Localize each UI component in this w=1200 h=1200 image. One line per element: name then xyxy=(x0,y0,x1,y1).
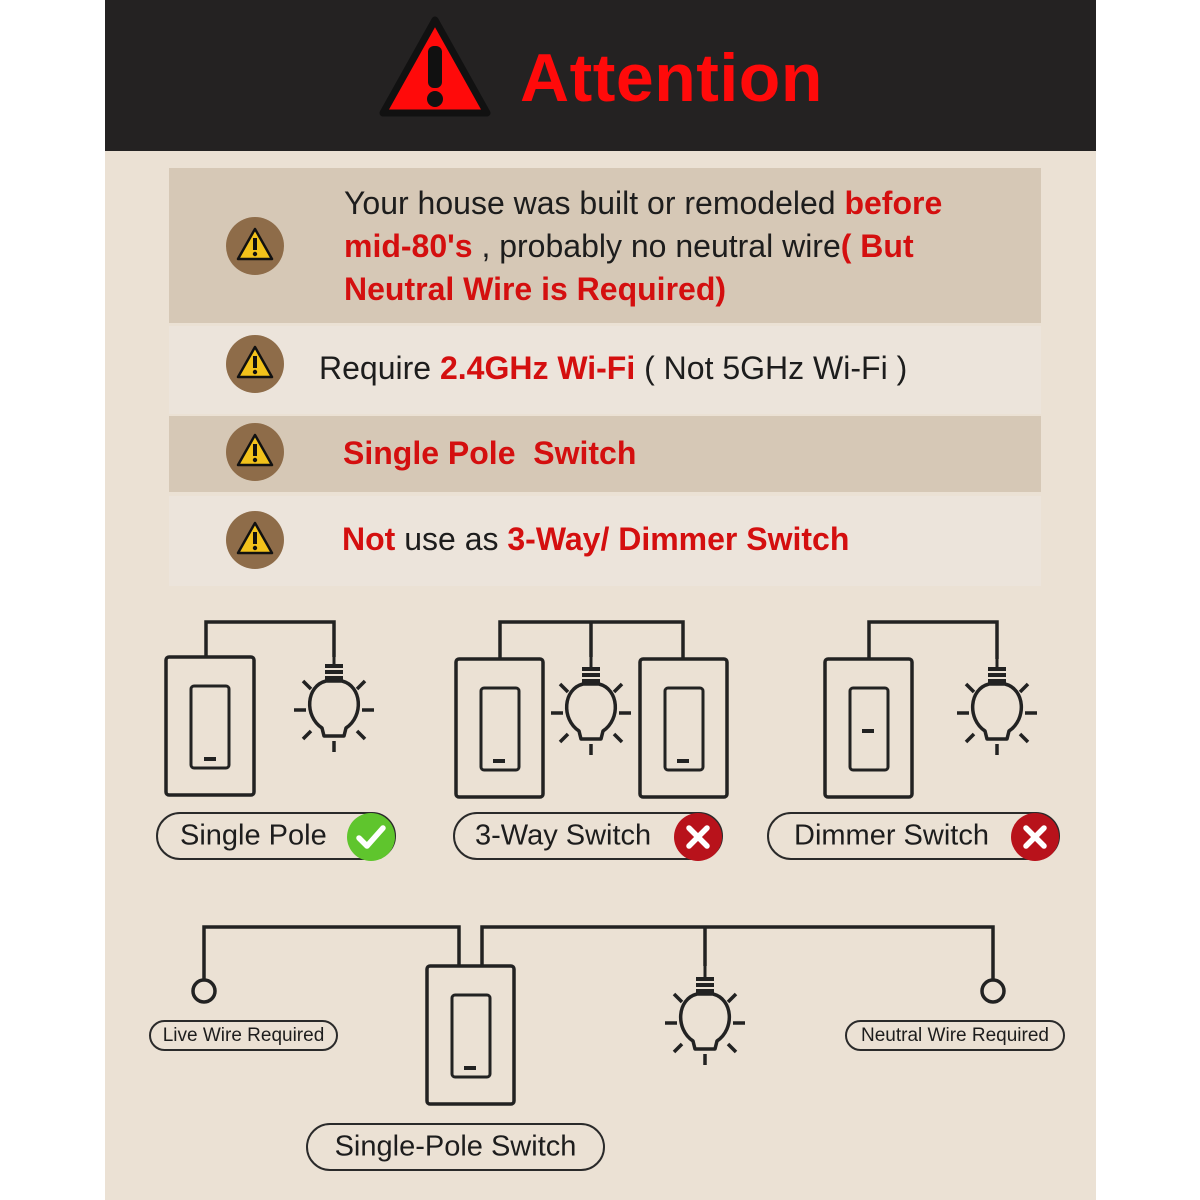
neutral-terminal-icon xyxy=(980,978,1006,1004)
wall-switch-icon xyxy=(638,657,729,799)
wiring-requirement-diagram xyxy=(191,925,1006,1106)
notice-row-single-pole: Single Pole Switch xyxy=(169,416,1041,492)
page-title: Attention xyxy=(520,40,823,116)
cross-icon xyxy=(674,813,722,861)
notice-text-plain: , probably no neutral wire xyxy=(472,228,841,264)
light-bulb-icon xyxy=(292,651,376,754)
three-way-diagram xyxy=(454,620,729,799)
notice-row-house-age: Your house was built or remodeled before… xyxy=(169,168,1041,323)
check-icon xyxy=(347,813,395,861)
switch-type-label: Single Pole xyxy=(180,819,327,852)
neutral-wire-label: Neutral Wire Required xyxy=(845,1020,1065,1051)
notice-text: Not use as 3-Way/ Dimmer Switch xyxy=(342,518,849,561)
warning-icon xyxy=(225,216,285,276)
switch-type-three-way: 3-Way Switch xyxy=(453,812,723,861)
notice-row-not-3way: Not use as 3-Way/ Dimmer Switch xyxy=(169,496,1041,586)
notice-text: Single Pole Switch xyxy=(343,432,636,475)
notice-text-plain: use as xyxy=(395,521,508,557)
notice-text: Require 2.4GHz Wi-Fi ( Not 5GHz Wi-Fi ) xyxy=(319,347,907,390)
switch-type-dimmer: Dimmer Switch xyxy=(767,812,1060,861)
warning-triangle-icon xyxy=(378,14,492,125)
switch-label-text: Single-Pole Switch xyxy=(334,1130,577,1163)
notice-text-emphasis: before xyxy=(844,185,943,221)
warning-icon xyxy=(225,422,285,482)
notice-text: Your house was built or remodeled before… xyxy=(344,182,942,311)
live-terminal-icon xyxy=(191,978,217,1004)
notice-text-emphasis: Neutral Wire is Required) xyxy=(344,271,727,307)
notice-text-emphasis: ( But xyxy=(840,228,914,264)
live-wire-label: Live Wire Required xyxy=(149,1020,338,1051)
notice-text-plain: ( Not 5GHz Wi-Fi ) xyxy=(635,350,908,386)
wall-switch-icon xyxy=(454,657,545,799)
single-pole-diagram xyxy=(164,620,376,797)
notice-text-emphasis: mid-80's xyxy=(344,228,473,264)
notice-text-emphasis: Not xyxy=(342,521,396,557)
wall-switch-icon xyxy=(425,964,516,1106)
wall-switch-icon xyxy=(823,657,914,799)
notice-text-plain: Require xyxy=(319,350,440,386)
cross-icon xyxy=(1011,813,1059,861)
dimmer-diagram xyxy=(823,620,1039,799)
notice-text-emphasis: 3-Way/ Dimmer Switch xyxy=(507,521,850,557)
warning-icon xyxy=(225,334,285,394)
warning-icon xyxy=(225,510,285,570)
notice-text-plain: Your house was built or remodeled xyxy=(344,185,845,221)
light-bulb-icon xyxy=(955,654,1039,757)
notice-text-emphasis: Single Pole Switch xyxy=(343,435,637,471)
single-pole-switch-label: Single-Pole Switch xyxy=(306,1123,605,1171)
wall-switch-icon xyxy=(164,655,256,797)
notice-text-emphasis: 2.4GHz Wi-Fi xyxy=(439,350,636,386)
notice-row-wifi: Require 2.4GHz Wi-Fi ( Not 5GHz Wi-Fi ) xyxy=(169,326,1041,414)
switch-type-label: 3-Way Switch xyxy=(475,819,652,852)
light-bulb-icon xyxy=(549,654,633,757)
header-bar xyxy=(105,0,1096,151)
switch-type-label: Dimmer Switch xyxy=(794,819,989,852)
light-bulb-icon xyxy=(663,964,747,1067)
switch-type-single-pole: Single Pole xyxy=(156,812,396,861)
